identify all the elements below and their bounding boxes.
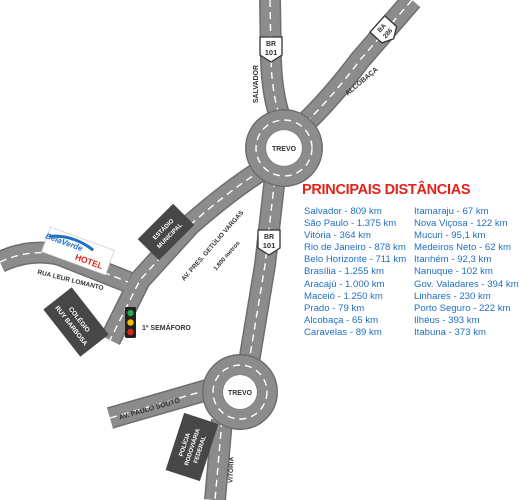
distance-item-right-9: Ilhéus - 393 km (414, 314, 480, 326)
br101-top-label-2: 101 (265, 48, 278, 57)
br101-top-shield: BR 101 (259, 36, 283, 63)
distance-item-right-3: Medeiros Neto - 62 km (414, 242, 512, 254)
distance-item-left-2: Vitória - 364 km (304, 230, 372, 242)
ba286-shield: BA 286 (369, 14, 398, 44)
distance-item-left-10: Caravelas - 89 km (304, 326, 382, 338)
traffic-light-icon (125, 307, 136, 338)
distance-item-right-7: Linhares - 230 km (414, 290, 491, 302)
label-semaforo: 1º SEMÁFORO (142, 323, 191, 332)
distance-item-right-8: Porto Seguro - 222 km (414, 302, 511, 314)
distance-item-left-6: Aracajú - 1.000 km (304, 278, 385, 290)
distance-item-right-5: Nanuque - 102 km (414, 266, 493, 278)
br101-mid-label-1: BR (264, 234, 274, 241)
label-trevo-top: TREVO (272, 146, 297, 153)
label-vitoria: VITÓRIA (226, 456, 236, 483)
distance-item-right-10: Itabuna - 373 km (414, 326, 486, 338)
distance-item-right-1: Nova Viçosa - 122 km (414, 218, 508, 230)
distance-item-right-6: Gov. Valadares - 394 km (414, 278, 519, 290)
colegio-block: COLÉGIO RUY BARBOSA (43, 287, 109, 357)
br101-top-label-1: BR (266, 41, 276, 48)
estadio-block: ESTÁDIO MUNICIPAL (137, 203, 195, 261)
distance-item-left-4: Belo Horizonte - 711 km (304, 254, 407, 266)
br101-mid-label-2: 101 (263, 241, 276, 250)
label-salvador: SALVADOR (253, 65, 260, 103)
distance-item-left-9: Alcobaça - 65 km (304, 314, 379, 326)
distance-item-left-1: São Paulo - 1.375 km (304, 218, 397, 230)
label-trevo-bottom: TREVO (228, 390, 253, 397)
distance-item-right-2: Mucuri - 95,1 km (414, 230, 486, 242)
distance-item-left-8: Prado - 79 km (304, 302, 365, 314)
distance-item-left-5: Brasília - 1.255 km (304, 266, 384, 278)
distance-item-right-0: Itamaraju - 67 km (414, 206, 489, 217)
roads-layer (0, 0, 421, 500)
distances-title: PRINCIPAIS DISTÂNCIAS (302, 182, 471, 198)
distance-item-left-7: Maceió - 1.250 km (304, 290, 383, 302)
policia-block: POLÍCIA RODOVIÁRIA FEDERAL (165, 412, 219, 482)
distance-item-left-0: Salvador - 809 km (304, 206, 382, 217)
ba286-label-1: BA (376, 22, 388, 34)
hotel-logo: BelaVerde HOTEL (41, 226, 115, 276)
br101-mid-shield: BR 101 (257, 229, 281, 256)
distance-item-left-3: Rio de Janeiro - 878 km (304, 242, 406, 254)
distance-item-right-4: Itanhém - 92,3 km (414, 254, 492, 266)
